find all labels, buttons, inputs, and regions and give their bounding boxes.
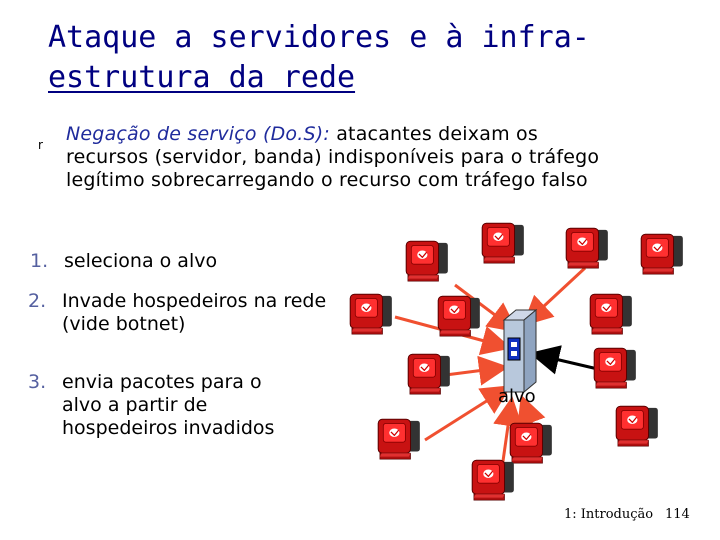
host-computer bbox=[482, 223, 524, 263]
host-computer bbox=[472, 460, 514, 500]
host-computer bbox=[590, 294, 632, 334]
target-server bbox=[504, 310, 536, 392]
host-computer bbox=[378, 419, 420, 459]
footer-section: 1: Introdução bbox=[564, 507, 653, 522]
page-number: 114 bbox=[665, 507, 690, 522]
attack-arrow bbox=[529, 268, 585, 320]
host-computer bbox=[566, 228, 608, 268]
attack-arrow bbox=[425, 390, 504, 440]
command-arrow bbox=[538, 355, 602, 370]
host-computer bbox=[406, 241, 448, 281]
host-computer bbox=[438, 296, 480, 336]
target-label: alvo bbox=[498, 386, 536, 407]
host-computer bbox=[641, 234, 683, 274]
host-computer bbox=[408, 354, 450, 394]
host-computer bbox=[594, 348, 636, 388]
host-computer bbox=[616, 406, 658, 446]
host-computer bbox=[510, 423, 552, 463]
host-computer bbox=[350, 294, 392, 334]
